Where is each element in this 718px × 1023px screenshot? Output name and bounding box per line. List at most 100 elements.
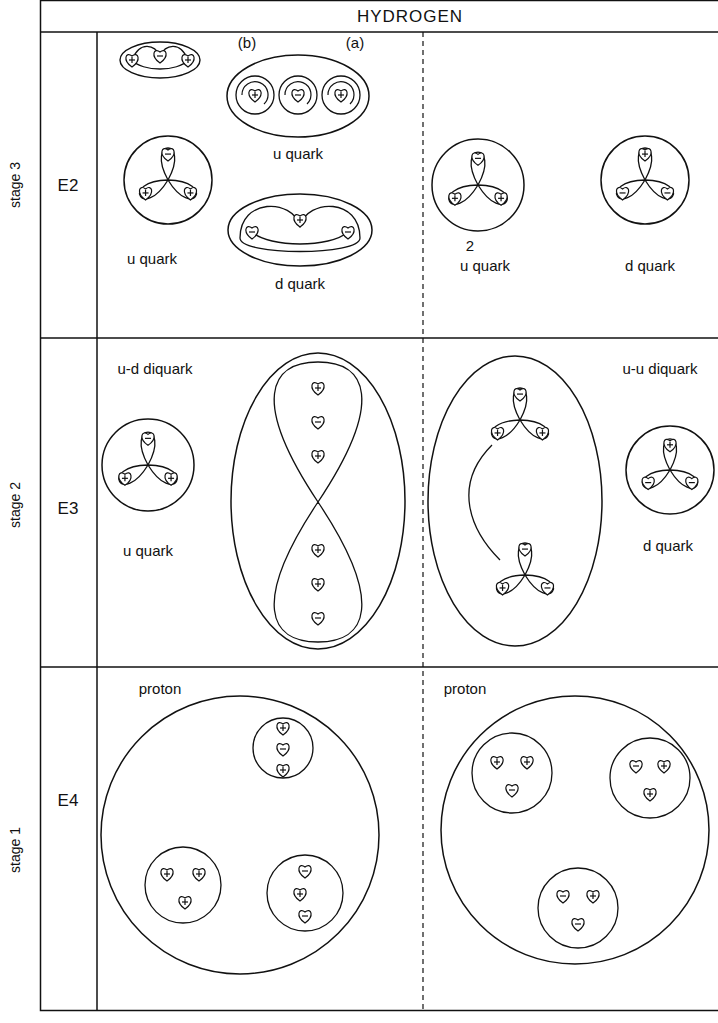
quark-label: u-u diquark	[622, 360, 697, 377]
charge-sign	[496, 759, 497, 765]
inner-circle	[253, 718, 313, 778]
charge-sign	[592, 893, 593, 899]
small-quark-sketch	[120, 42, 200, 78]
quark-shape: d quark	[227, 193, 373, 267]
charge-sign	[664, 192, 670, 193]
inner-circle	[322, 76, 360, 114]
small-ellipse	[120, 42, 200, 78]
charge-sign	[249, 231, 255, 232]
charge-heart	[644, 789, 656, 801]
outer-border	[41, 1, 718, 1011]
charge-sign	[254, 92, 255, 98]
charge-sign	[317, 581, 318, 587]
charge-sign	[317, 453, 318, 459]
charge-sign	[166, 871, 167, 877]
outline	[441, 696, 709, 964]
charge-heart	[161, 869, 173, 881]
charge-sign	[509, 789, 515, 790]
charge-sign	[633, 765, 639, 766]
charge-sign	[663, 763, 664, 769]
shape-outline	[227, 193, 373, 267]
field-loop	[240, 206, 360, 251]
charge-sign	[526, 759, 527, 765]
shape-outline	[226, 54, 370, 138]
frame-lines	[40, 1, 718, 1011]
charge-sign	[317, 385, 318, 391]
charge-sign	[190, 190, 191, 196]
charge-sign	[500, 195, 501, 201]
column-rule	[96, 32, 98, 1010]
charge-heart	[119, 473, 131, 485]
charge-heart	[165, 473, 177, 485]
field-loop	[471, 152, 485, 185]
field-loop	[242, 82, 268, 104]
outline	[227, 55, 369, 137]
stage-label: stage 1	[7, 827, 24, 873]
charge-sign	[522, 548, 528, 549]
charge-heart	[514, 389, 526, 401]
charge-sign	[198, 871, 199, 877]
field-loop	[141, 432, 155, 465]
charge-sign	[145, 190, 146, 196]
diagram-title: HYDROGEN	[357, 8, 463, 25]
charge-sign	[124, 475, 125, 481]
quark-label: d quark	[275, 275, 325, 292]
quark-shape: d quark	[600, 135, 690, 225]
charge-heart	[616, 188, 628, 200]
charge-heart	[639, 149, 651, 161]
stage-label: stage 2	[7, 482, 24, 528]
charge-sign	[165, 153, 171, 154]
charge-heart	[312, 545, 324, 557]
charge-heart	[541, 583, 553, 595]
charge-heart	[182, 55, 194, 67]
charge-heart	[495, 193, 507, 205]
charge-sign	[575, 923, 581, 924]
charge-heart	[126, 55, 138, 67]
inner-circle	[472, 733, 552, 813]
charge-heart	[179, 897, 191, 909]
charge-sign	[157, 55, 163, 56]
shape-outline	[431, 138, 525, 232]
charge-heart	[193, 869, 205, 881]
quark-shape: u quark	[101, 418, 195, 512]
charge-heart	[491, 428, 503, 440]
quark-label: u-d diquark	[117, 360, 192, 377]
header-rule	[40, 31, 718, 33]
charge-sign	[649, 791, 650, 797]
charge-sign	[282, 725, 283, 731]
charge-sign	[644, 151, 645, 157]
charge-sign	[542, 430, 543, 436]
shape-outline	[123, 135, 213, 225]
charge-sign	[131, 57, 132, 63]
charge-heart	[312, 383, 324, 395]
inner-circle	[279, 76, 317, 114]
shape-outline	[427, 355, 603, 647]
charge-heart	[299, 866, 311, 878]
charge-heart	[630, 761, 642, 773]
charge-sign	[184, 899, 185, 905]
inner-circle	[538, 868, 618, 948]
charge-sign	[560, 895, 566, 896]
field-loop	[252, 232, 348, 244]
charge-heart	[335, 90, 347, 102]
charge-sign	[620, 192, 626, 193]
outline	[101, 696, 379, 974]
inner-circle	[610, 738, 690, 818]
quark-label: proton	[444, 680, 487, 697]
shape-outline	[230, 352, 406, 650]
charge-heart	[277, 723, 289, 735]
field-loop	[469, 445, 500, 560]
outline	[626, 426, 714, 514]
charge-heart	[572, 919, 584, 931]
quark-shape: u-u diquark	[427, 355, 603, 647]
charge-sign	[669, 442, 670, 448]
field-loop	[161, 148, 174, 180]
charge-heart	[686, 477, 698, 489]
charge-heart	[277, 744, 289, 756]
charge-heart	[312, 451, 324, 463]
charge-heart	[299, 911, 311, 923]
quark-shape: d quark	[625, 425, 715, 515]
charge-sign	[502, 585, 503, 591]
charge-sign	[299, 891, 300, 897]
shape-outline	[101, 418, 195, 512]
